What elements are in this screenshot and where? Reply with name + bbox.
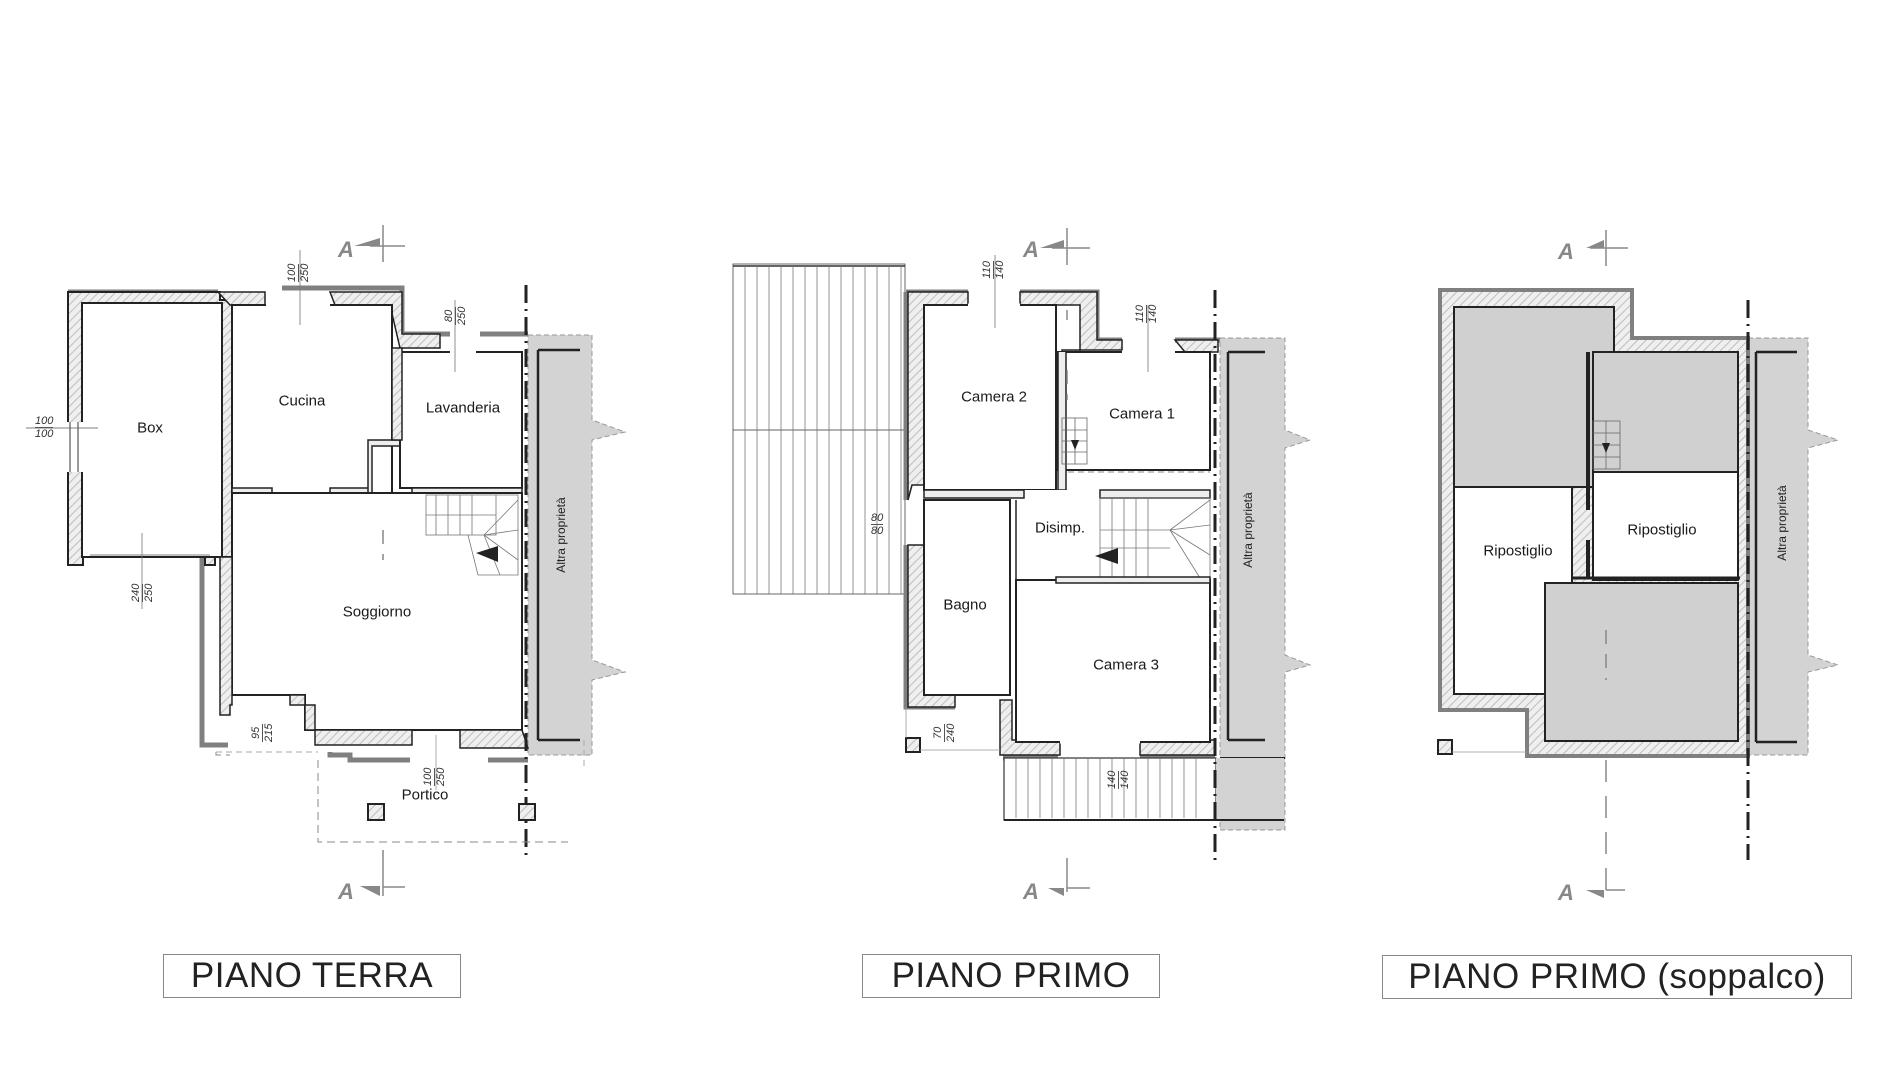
section-marker-a: A <box>1023 879 1039 904</box>
staircase <box>425 494 519 576</box>
neighbor-label: Altra proprietà <box>1775 485 1789 561</box>
plan-piano-primo <box>732 228 1312 896</box>
void-area <box>1592 351 1739 473</box>
room-label-portico: Portico <box>401 786 449 804</box>
room-disimpegno <box>1012 490 1102 580</box>
balcony <box>1003 757 1217 821</box>
void-area <box>1544 582 1739 742</box>
room-label-box: Box <box>137 419 163 437</box>
neighbor-property-area <box>1747 337 1840 756</box>
neighbor-property-area <box>1219 337 1312 831</box>
room-label-camera-1: Camera 1 <box>1109 405 1175 423</box>
neighbor-label: Altra proprietà <box>1241 492 1255 568</box>
section-marker-a: A <box>1558 880 1574 905</box>
room-label-cucina: Cucina <box>278 392 326 410</box>
room-label-bagno: Bagno <box>943 596 987 614</box>
room-label-camera-3: Camera 3 <box>1093 656 1159 674</box>
section-marker-a: A <box>1023 237 1039 262</box>
column <box>1437 739 1453 755</box>
plan-piano-primo-soppalco <box>1437 230 1840 898</box>
plan-title-piano-primo-soppalco: PIANO PRIMO (soppalco) <box>1382 955 1852 999</box>
room-label-ripostiglio-right: Ripostiglio <box>1627 521 1697 539</box>
room-camera-1 <box>1057 351 1211 471</box>
stair-direction-arrow <box>476 546 498 562</box>
room-label-lavanderia: Lavanderia <box>425 399 501 417</box>
room-label-disimpegno: Disimp. <box>1034 519 1086 537</box>
room-ripostiglio-right <box>1592 471 1739 581</box>
neighbor-property-area <box>527 334 627 756</box>
section-marker-a: A <box>338 879 354 904</box>
room-camera-3 <box>1015 579 1211 743</box>
staircase <box>1099 497 1211 579</box>
roof-terrace <box>732 263 906 595</box>
column <box>367 803 385 821</box>
room-lavanderia <box>399 351 523 489</box>
neighbor-label: Altra proprietà <box>554 497 568 573</box>
room-label-soggiorno: Soggiorno <box>342 603 412 621</box>
section-marker-a: A <box>1558 239 1574 264</box>
column <box>518 803 536 821</box>
room-box <box>81 302 223 558</box>
room-bagno <box>923 499 1011 696</box>
room-label-ripostiglio-left: Ripostiglio <box>1483 542 1553 560</box>
plan-title-piano-primo: PIANO PRIMO <box>862 954 1160 998</box>
plan-title-piano-terra: PIANO TERRA <box>163 954 461 998</box>
column <box>905 737 921 753</box>
room-cucina <box>231 304 393 494</box>
plan-piano-terra <box>26 225 627 896</box>
portico-outline <box>215 752 568 843</box>
stair-direction-arrow <box>1095 548 1118 564</box>
room-label-camera-2: Camera 2 <box>961 388 1027 406</box>
section-marker-a: A <box>338 237 354 262</box>
